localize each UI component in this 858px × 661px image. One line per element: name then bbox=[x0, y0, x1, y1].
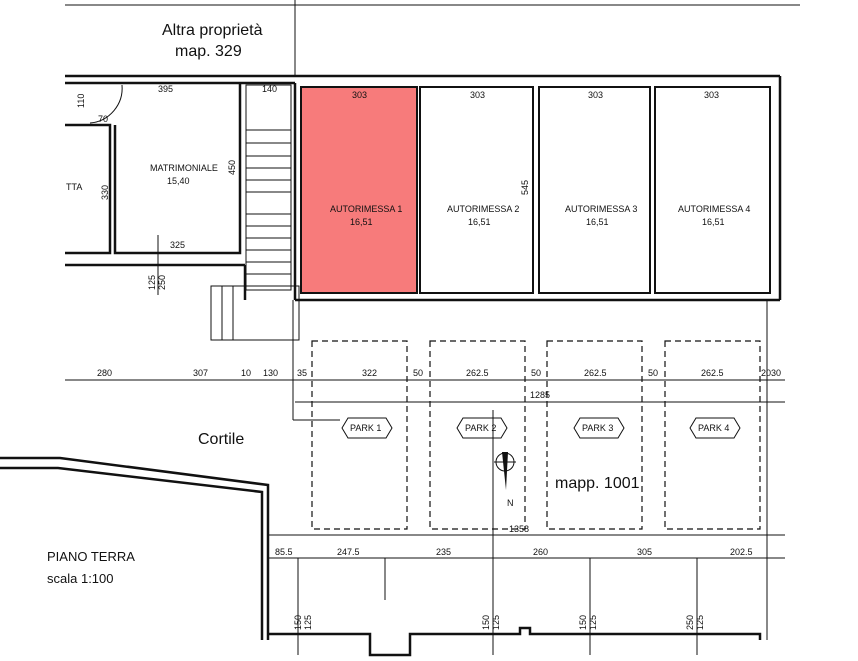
dimension: 305 bbox=[637, 547, 652, 557]
room-name: MATRIMONIALE bbox=[150, 163, 218, 173]
dimension-row-1: 280 307 10 130 35 322 50 262.5 50 262.5 … bbox=[97, 368, 781, 534]
north-arrow-icon: N bbox=[494, 452, 516, 508]
garage-name: AUTORIMESSA 4 bbox=[678, 204, 750, 214]
dimension: 50 bbox=[531, 368, 541, 378]
park-tags: PARK 1 PARK 2 PARK 3 PARK 4 bbox=[341, 417, 741, 439]
dimension: 150 bbox=[481, 615, 491, 630]
dimension-total: 1358 bbox=[509, 524, 529, 534]
courtyard-label: Cortile bbox=[198, 431, 244, 448]
dimension: 110 bbox=[76, 94, 86, 108]
dimension: 545 bbox=[520, 180, 530, 195]
parking-space-4[interactable] bbox=[664, 340, 761, 530]
dimension: 303 bbox=[352, 90, 367, 100]
dimension: 85.5 bbox=[275, 547, 293, 557]
garage-area: 16,51 bbox=[350, 217, 373, 227]
dimension: 330 bbox=[100, 185, 110, 200]
garage-4[interactable]: 303 AUTORIMESSA 4 16,51 bbox=[654, 86, 771, 294]
dimension: 30 bbox=[771, 368, 781, 378]
park-label: PARK 2 bbox=[465, 423, 496, 433]
neighbor-label: Altra proprietà bbox=[162, 22, 263, 39]
garage-name: AUTORIMESSA 2 bbox=[447, 204, 519, 214]
dimension: 325 bbox=[170, 240, 185, 250]
dimension: 247.5 bbox=[337, 547, 360, 557]
dimension: 262.5 bbox=[584, 368, 607, 378]
parking-space-2[interactable] bbox=[429, 340, 526, 530]
dimension: 150 bbox=[578, 615, 588, 630]
dimension: 262.5 bbox=[701, 368, 724, 378]
garage-2[interactable]: 303 AUTORIMESSA 2 16,51 bbox=[419, 86, 534, 294]
parking-space-1[interactable] bbox=[311, 340, 408, 530]
dimension: 50 bbox=[648, 368, 658, 378]
north-label: N bbox=[507, 498, 514, 508]
room-name-partial: TTA bbox=[66, 182, 82, 192]
dimension: 20 bbox=[761, 368, 771, 378]
dimension: 125 bbox=[695, 615, 705, 630]
dimension-row-2: 85.5 247.5 235 260 305 202.5 bbox=[275, 547, 753, 655]
garage-name: AUTORIMESSA 1 bbox=[330, 204, 402, 214]
opening-dimensions: 150 125 150 125 150 125 250 125 bbox=[293, 615, 705, 630]
dimension: 125 bbox=[491, 615, 501, 630]
dimension: 35 bbox=[297, 368, 307, 378]
dimension: 303 bbox=[588, 90, 603, 100]
dimension: 250 bbox=[157, 275, 167, 290]
dimension: 150 bbox=[293, 615, 303, 630]
park-label: PARK 3 bbox=[582, 423, 613, 433]
dimension: 125 bbox=[588, 615, 598, 630]
dimension: 130 bbox=[263, 368, 278, 378]
dimension: 280 bbox=[97, 368, 112, 378]
room-matrimoniale: MATRIMONIALE 15,40 TTA 395 140 110 70 33… bbox=[65, 83, 277, 300]
dimension: 202.5 bbox=[730, 547, 753, 557]
dimension: 450 bbox=[227, 160, 237, 175]
dimension: 322 bbox=[362, 368, 377, 378]
dimension: 140 bbox=[262, 84, 277, 94]
plan-scale: scala 1:100 bbox=[47, 571, 114, 586]
parking-space-3[interactable] bbox=[546, 340, 643, 530]
dimension-lines bbox=[65, 300, 785, 655]
neighbor-map: map. 329 bbox=[175, 43, 242, 60]
garage-3[interactable]: 303 AUTORIMESSA 3 16,51 bbox=[538, 86, 651, 294]
dimension: 303 bbox=[704, 90, 719, 100]
plan-title: PIANO TERRA bbox=[47, 549, 135, 564]
garage-area: 16,51 bbox=[468, 217, 491, 227]
garage-area: 16,51 bbox=[586, 217, 609, 227]
garage-area: 16,51 bbox=[702, 217, 725, 227]
dimension-total: 1285 bbox=[530, 390, 550, 400]
dimension: 262.5 bbox=[466, 368, 489, 378]
wall bbox=[0, 456, 270, 640]
dimension: 250 bbox=[685, 615, 695, 630]
garage-name: AUTORIMESSA 3 bbox=[565, 204, 637, 214]
dimension: 303 bbox=[470, 90, 485, 100]
wall bbox=[0, 466, 264, 640]
staircase bbox=[210, 84, 300, 341]
dimension: 260 bbox=[533, 547, 548, 557]
dimension: 125 bbox=[303, 615, 313, 630]
garage-1[interactable]: 303 AUTORIMESSA 1 16,51 bbox=[300, 86, 418, 294]
wall bbox=[268, 626, 762, 657]
dimension: 235 bbox=[436, 547, 451, 557]
dimension: 10 bbox=[241, 368, 251, 378]
dimension: 307 bbox=[193, 368, 208, 378]
dimension: 395 bbox=[158, 84, 173, 94]
dimension: 125 bbox=[147, 275, 157, 290]
park-label: PARK 4 bbox=[698, 423, 729, 433]
parcel-label: mapp. 1001 bbox=[555, 475, 640, 492]
dimension: 70 bbox=[98, 114, 108, 124]
dimension: 50 bbox=[413, 368, 423, 378]
park-label: PARK 1 bbox=[350, 423, 381, 433]
room-area: 15,40 bbox=[167, 176, 190, 186]
